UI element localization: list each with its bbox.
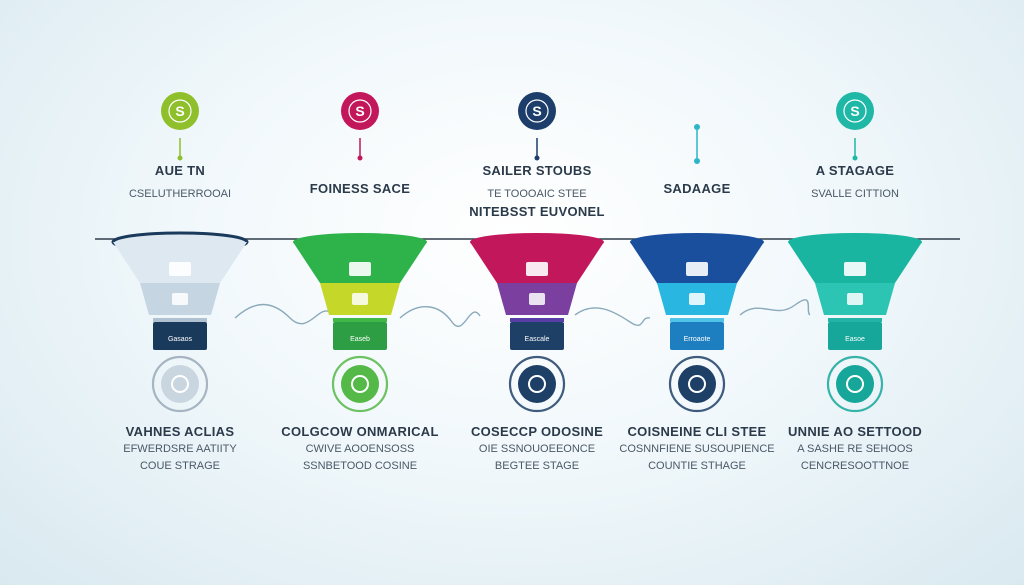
stage-icon-glyph: [171, 375, 189, 393]
stage-bottom-title: COISNEINE CLI STEE: [627, 424, 766, 439]
dollar-icon: S: [532, 103, 541, 119]
stage-icon-ring: [331, 355, 389, 413]
funnel-base-label: Easeb: [350, 336, 370, 343]
stage-icon-ring: [826, 355, 884, 413]
connector-wave-3: [574, 307, 651, 326]
magnifier-icon: [836, 365, 874, 403]
handshake-icon: [686, 262, 708, 276]
stage-bottom-line: EFWERDSRE AATIITY: [123, 443, 237, 455]
badge-dot: [357, 155, 363, 161]
badge-dot: [694, 124, 700, 130]
stage-badge: [161, 92, 199, 130]
badge-dot: [534, 155, 540, 161]
globe-icon: [844, 262, 866, 276]
stage-bottom-line: A SASHE RE SEHOOS: [797, 443, 913, 455]
dollar-icon: S: [850, 103, 859, 119]
laptop-icon: [169, 262, 191, 276]
stage-bottom-line: SSNBETOOD COSINE: [303, 460, 417, 472]
stage-title: SADAAGE: [663, 181, 730, 196]
funnel-segment-low: [510, 318, 564, 322]
stage-badge-ring: [348, 99, 372, 123]
document-icon: [352, 293, 368, 305]
stage-icon-ring: [151, 355, 209, 413]
funnel-base: [510, 322, 564, 350]
target-icon: [529, 293, 545, 305]
stage-bottom-line: COUE STRAGE: [140, 460, 220, 472]
handshake-icon: [678, 365, 716, 403]
funnel-base-label: Easoe: [845, 336, 865, 343]
stage-bottom-title: VAHNES ACLIAS: [126, 424, 235, 439]
stage-title: FOINESS SACE: [310, 181, 410, 196]
funnel-segment-low: [153, 318, 207, 322]
stage-bottom-line: OIE SSNOUOEEONCE: [479, 443, 595, 455]
stage-badge-ring: [525, 99, 549, 123]
funnel-segment-low: [333, 318, 387, 322]
funnel-base: [828, 322, 882, 350]
dollar-icon: S: [175, 103, 184, 119]
stage-title: SAILER STOUBS: [482, 163, 591, 178]
funnel-stage-3: S SAILER STOUBS TE TOOOAIC STEE NITEBSST EU…: [469, 92, 605, 472]
stage-bottom-line: COUNTIE STHAGE: [648, 460, 746, 472]
stage-icon-glyph: [528, 375, 546, 393]
stage-icon-glyph: [351, 375, 369, 393]
funnel-segment-low: [828, 318, 882, 322]
funnel-base: [670, 322, 724, 350]
stage-subtitle: TE TOOOAIC STEE: [487, 188, 586, 200]
person-laptop-icon: [161, 365, 199, 403]
badge-dot: [852, 155, 858, 161]
funnel-base-label: Erroaote: [684, 336, 711, 343]
stage-title: AUE TN: [155, 163, 205, 178]
connector-wave-4: [739, 299, 811, 316]
stage-title: A STAGAGE: [816, 163, 895, 178]
handshake-icon: [518, 365, 556, 403]
funnel-segment-low: [670, 318, 724, 322]
stage-badge: [518, 92, 556, 130]
stage-badge-ring: [843, 99, 867, 123]
stage-bottom-line: COSNNFIENE SUSOUPIENCE: [619, 443, 774, 455]
printer-icon: [172, 293, 188, 305]
stage-subtitle: SVALLE CITTION: [811, 188, 899, 200]
chart-icon: [689, 293, 705, 305]
handshake-icon: [349, 262, 371, 276]
stage-bottom-title: COSECCP ODOSINE: [471, 424, 603, 439]
connector-wave-1: [234, 303, 331, 325]
monitor-icon: [341, 365, 379, 403]
stage-bottom-title: COLGCOW ONMARICAL: [281, 424, 438, 439]
stage-bottom-line: CWIVE AOOENSOSS: [306, 443, 415, 455]
stage-icon-glyph: [846, 375, 864, 393]
presentation-icon: [526, 262, 548, 276]
stage-bottom-title: UNNIE AO SETTOOD: [788, 424, 922, 439]
recycle-icon: [847, 293, 863, 305]
stage-bottom-line: CENCRESOOTTNOE: [801, 460, 909, 472]
stage-icon-ring: [508, 355, 566, 413]
connector-wave-2: [399, 305, 481, 327]
badge-dot: [177, 155, 183, 161]
stage-icon-ring: [668, 355, 726, 413]
stage-badge: [836, 92, 874, 130]
stage-badge-ring: [168, 99, 192, 123]
funnel-base-label: Eascale: [525, 336, 550, 343]
stage-extra-label: NITEBSST EUVONEL: [469, 204, 605, 219]
funnel-base: [153, 322, 207, 350]
stage-subtitle: CSELUTHERROOAI: [129, 188, 231, 200]
dollar-icon: S: [355, 103, 364, 119]
stage-badge: [341, 92, 379, 130]
funnel-base-label: Gasaos: [168, 336, 193, 343]
badge-dot: [694, 158, 700, 164]
stage-bottom-line: BEGTEE STAGE: [495, 460, 579, 472]
stage-icon-glyph: [688, 375, 706, 393]
funnel-base: [333, 322, 387, 350]
